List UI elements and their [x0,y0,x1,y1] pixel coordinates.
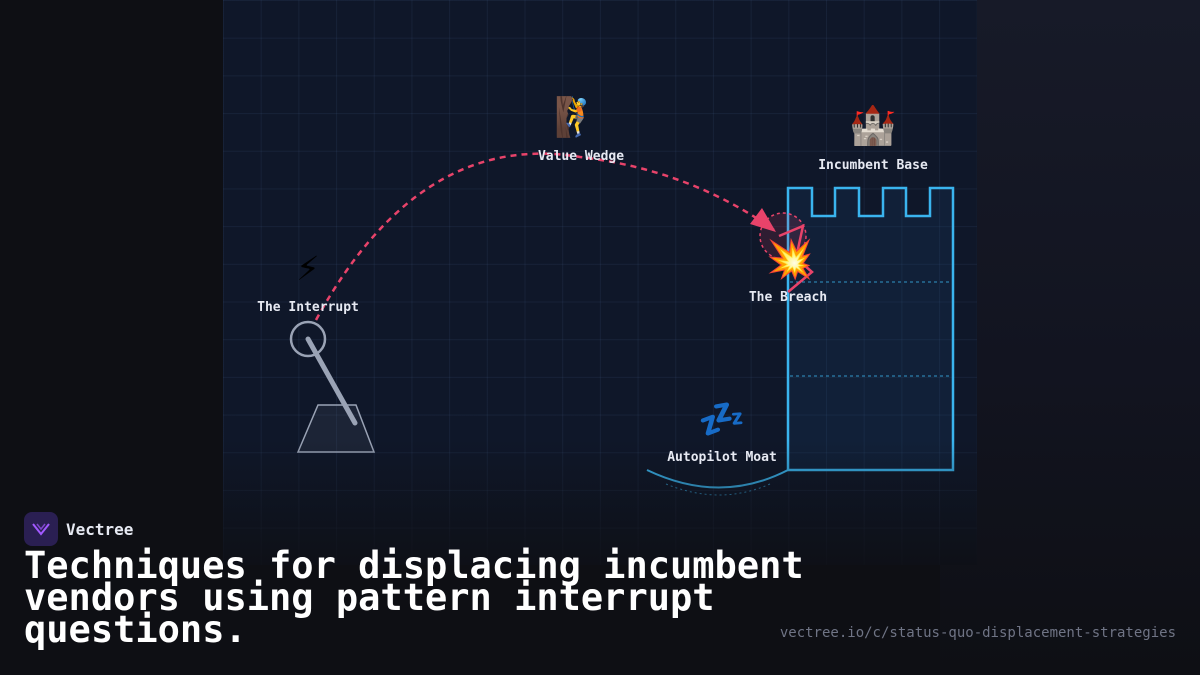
explosion-icon: 💥 [766,237,814,281]
breach-crack [778,223,814,293]
vectree-logo-icon [24,512,58,546]
sleep-icon: 💤 [698,397,746,441]
value-wedge-label: Value Wedge [537,149,625,164]
climber-icon: 🧗 [554,95,602,139]
lightning-icon: ⚡ [296,245,320,289]
autopilot-moat-label: Autopilot Moat [667,450,777,465]
breach-ring [759,212,807,260]
page-title: Techniques for displacing incumbent vend… [24,544,804,651]
incumbent-base-label: Incumbent Base [818,158,928,173]
interrupt-label: The Interrupt [257,300,359,315]
trajectory-path [314,152,775,321]
breach-label: The Breach [748,290,828,305]
background-gradient [940,0,1200,675]
source-url[interactable]: vectree.io/c/status-quo-displacement-str… [779,625,1176,641]
castle-icon: 🏰 [849,103,897,147]
incumbent-tower [786,186,955,472]
stage-fade [223,440,977,565]
brand-name: Vectree [66,519,134,539]
brand: Vectree [24,512,133,546]
lever-pivot [289,320,327,358]
trajectory-arrowhead [750,208,776,232]
